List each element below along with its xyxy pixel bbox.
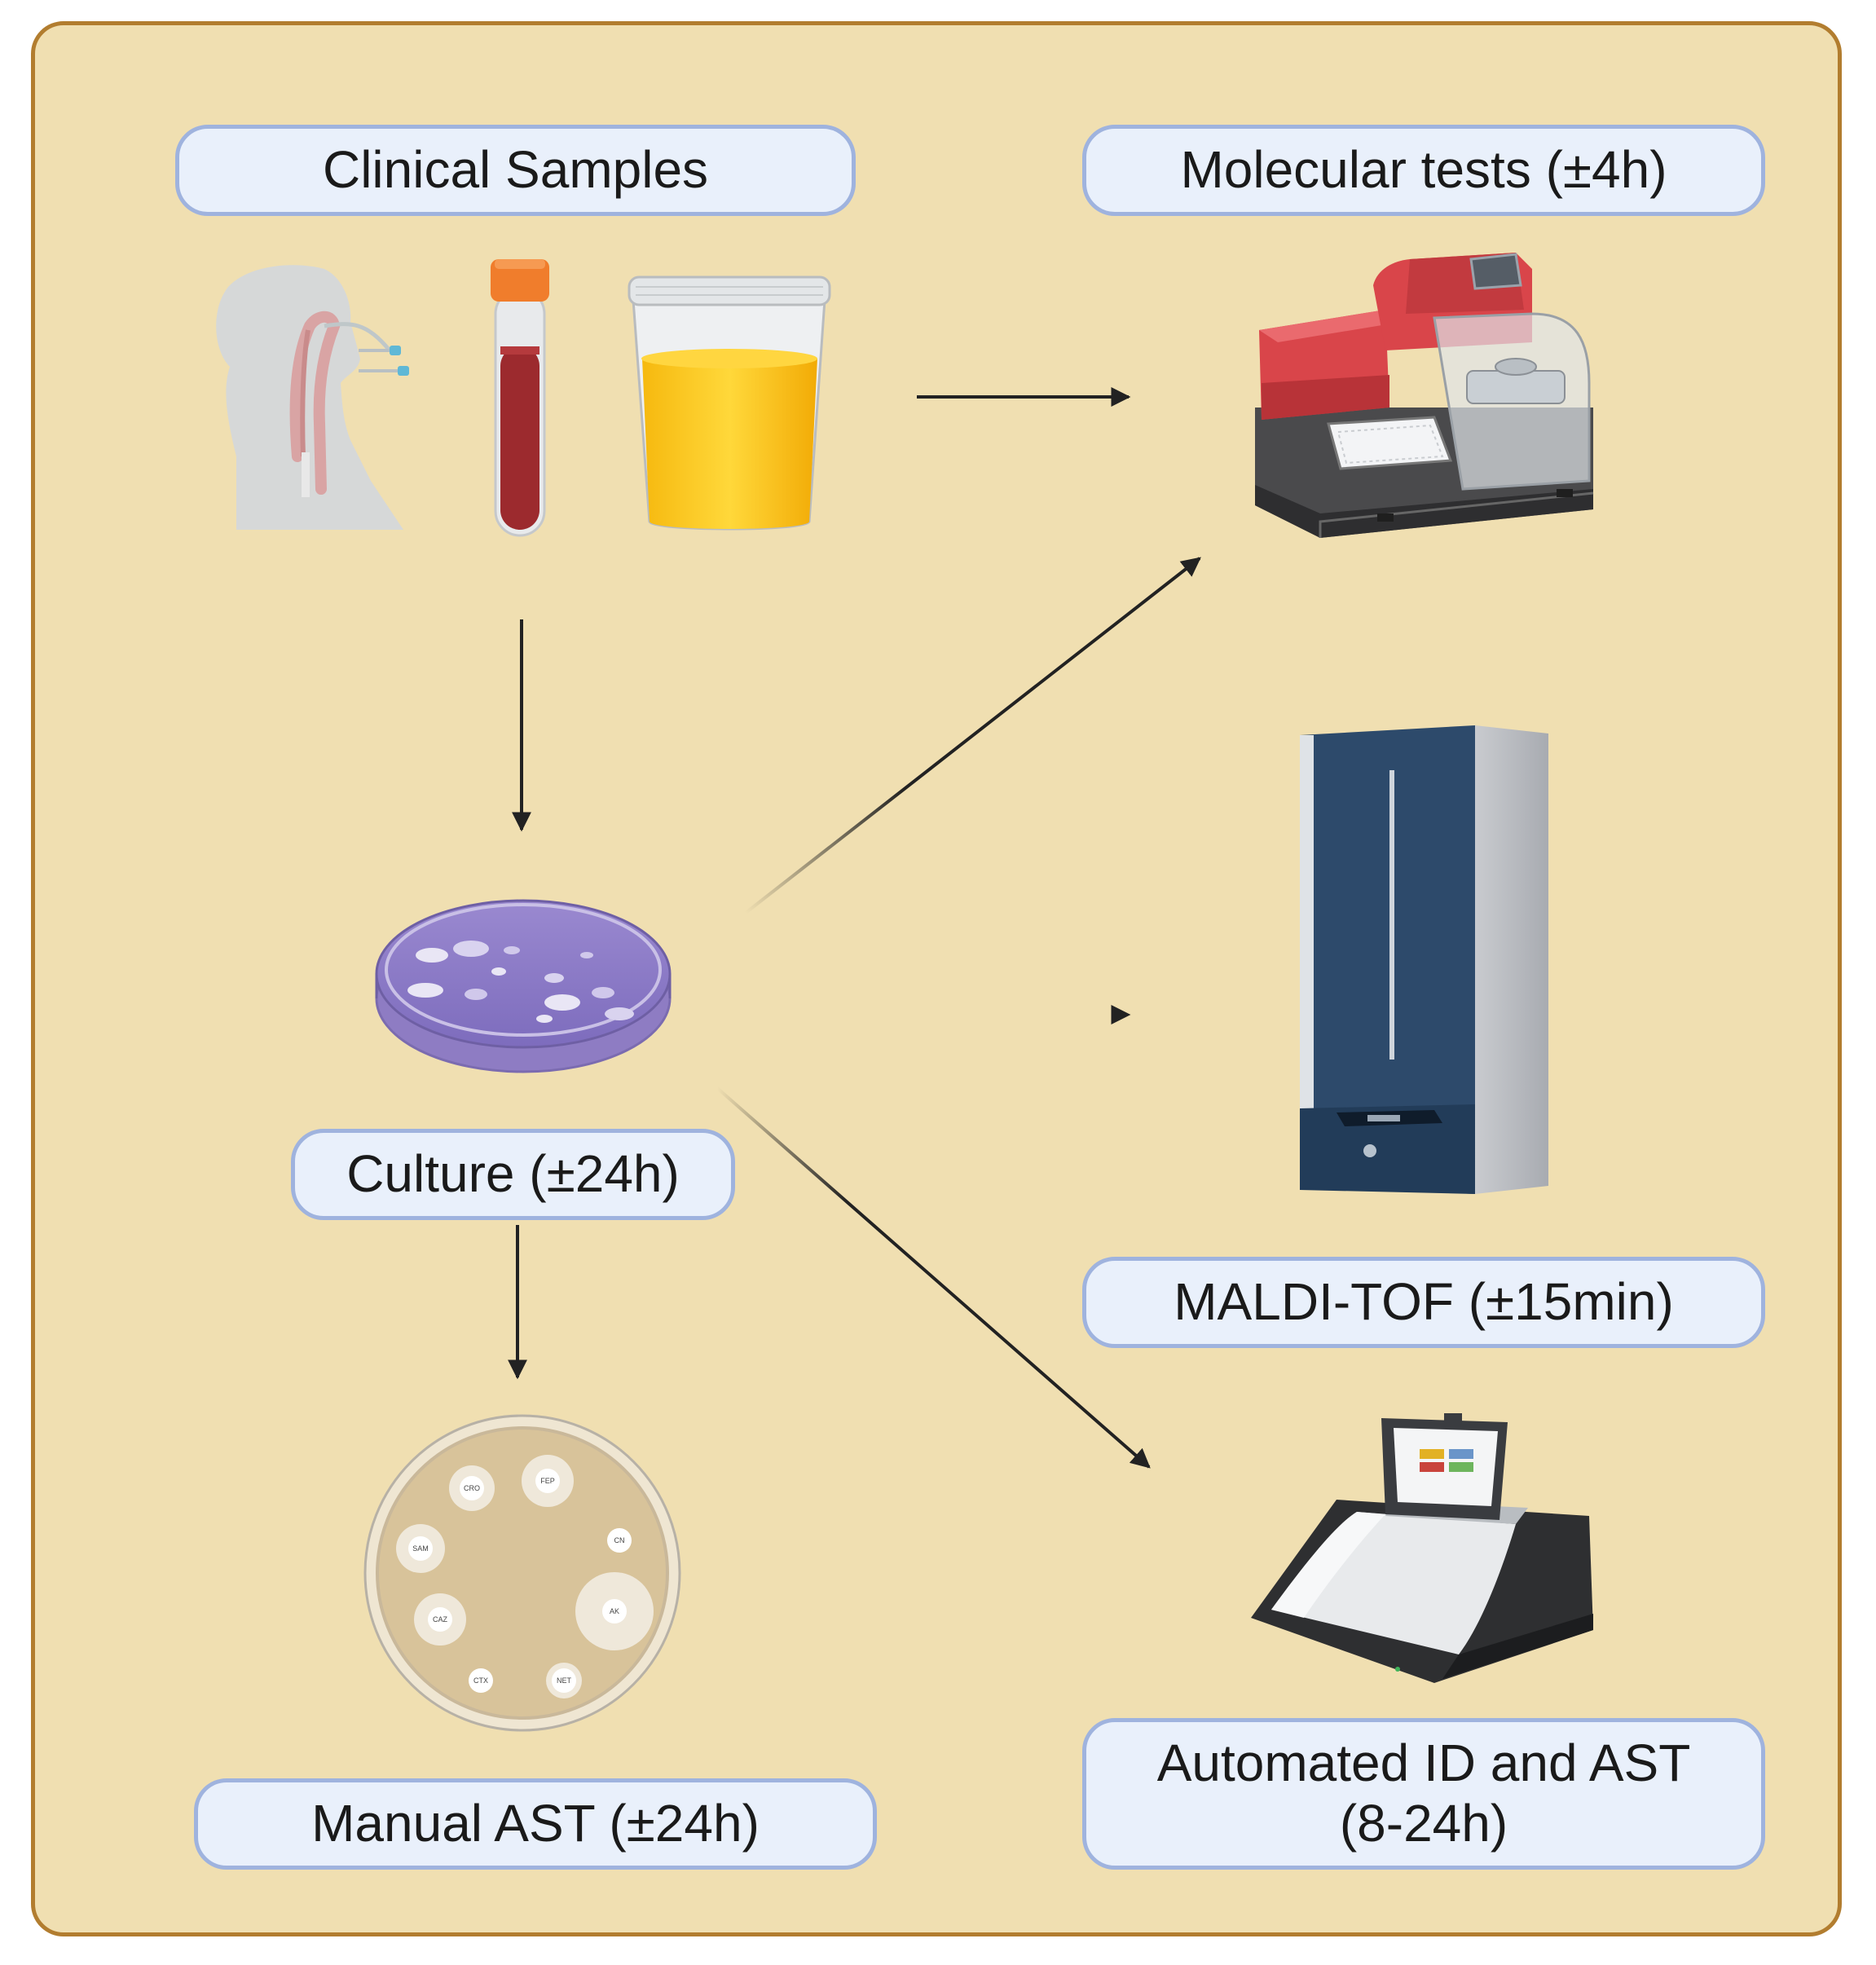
maldi-tof-text: MALDI-TOF (±15min) [1174, 1272, 1674, 1332]
manual-ast-text: Manual AST (±24h) [311, 1794, 760, 1853]
molecular-tests-text: Molecular tests (±4h) [1180, 140, 1667, 200]
ast-disc-label: AK [610, 1607, 619, 1615]
ast-plate-icon [363, 1414, 681, 1732]
blood-tube-icon [491, 259, 549, 537]
molecular-tests-label: Molecular tests (±4h) [1082, 125, 1765, 216]
ast-disc-label: NET [557, 1676, 572, 1685]
ast-disc-cn: CN [607, 1528, 632, 1553]
automated-id-ast-line1: Automated ID and AST [1156, 1734, 1691, 1793]
clinical-samples-text: Clinical Samples [322, 140, 709, 200]
ast-disc-ctx: CTX [469, 1668, 493, 1693]
clinical-samples-label: Clinical Samples [175, 125, 856, 216]
ast-disc-sam: SAM [396, 1524, 445, 1573]
culture-label: Culture (±24h) [291, 1129, 735, 1220]
ast-disc-label: CRO [464, 1484, 480, 1492]
ast-disc-label: FEP [540, 1477, 555, 1485]
ast-disc-net: NET [546, 1663, 582, 1698]
urine-cup-icon [628, 275, 831, 531]
pcr-instrument-icon [1255, 253, 1594, 538]
ast-disc-label: SAM [412, 1544, 429, 1553]
ast-discs: CRO FEP CN SAM AK CAZ CTX NET [396, 1455, 654, 1698]
respiratory-sample-icon [216, 265, 409, 530]
automated-instrument-icon [1251, 1413, 1593, 1683]
maldi-tof-label: MALDI-TOF (±15min) [1082, 1257, 1765, 1348]
maldi-tof-instrument-icon [1300, 725, 1548, 1194]
arrow-culture-to-molecular [744, 557, 1201, 914]
arrow-culture-to-automated [716, 1086, 1151, 1469]
ast-disc-ak: AK [575, 1572, 654, 1650]
culture-plate-icon [375, 899, 672, 1073]
automated-id-ast-line2: (8-24h) [1339, 1794, 1508, 1853]
ast-disc-label: CAZ [433, 1615, 448, 1624]
ast-disc-label: CTX [473, 1676, 488, 1685]
automated-id-ast-label: Automated ID and AST (8-24h) [1082, 1718, 1765, 1870]
ast-disc-caz: CAZ [414, 1593, 466, 1646]
ast-disc-cro: CRO [449, 1465, 495, 1511]
culture-text: Culture (±24h) [346, 1144, 680, 1204]
manual-ast-label: Manual AST (±24h) [194, 1778, 877, 1870]
ast-disc-fep: FEP [522, 1455, 574, 1507]
ast-disc-label: CN [614, 1536, 625, 1544]
